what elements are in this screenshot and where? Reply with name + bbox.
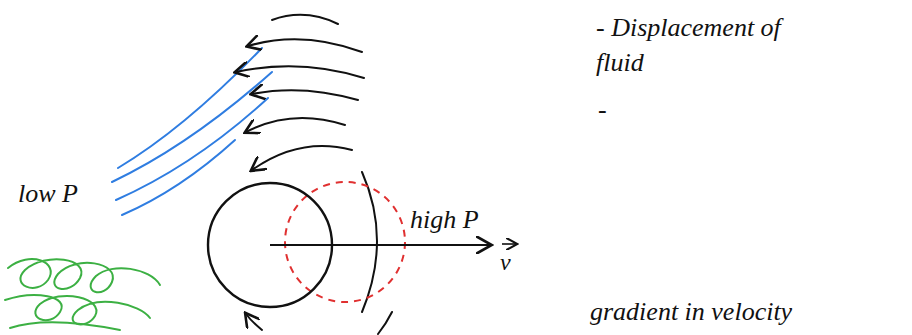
scribble [10,322,120,330]
flow-arrow [252,90,358,100]
streamline [112,72,272,182]
scribble [5,295,150,324]
vector-symbol: v [500,246,511,278]
flow-arrow [246,314,262,330]
scribble [8,259,160,292]
velocity-arrow [270,244,490,246]
vector-accent [502,243,516,245]
note-bullet: - [598,92,607,127]
note-text: gradient in velocity [590,294,792,329]
flow-arrow [246,118,345,132]
displaced-body [285,182,405,302]
flow-arrow [236,66,364,78]
note-text: - Displacement of fluid [596,10,811,80]
turbulence-scribble [5,259,160,330]
streamline [122,140,235,215]
pressure-label: high P [410,202,479,237]
displacement-arrows [236,15,392,334]
flow-arrow [252,146,352,170]
flow-stroke [378,312,392,334]
pressure-label: low P [18,176,78,211]
streamline [116,98,268,200]
flow-stroke [362,172,377,312]
flow-stroke [272,15,338,24]
streamline [118,48,262,168]
flow-arrow [248,39,362,52]
